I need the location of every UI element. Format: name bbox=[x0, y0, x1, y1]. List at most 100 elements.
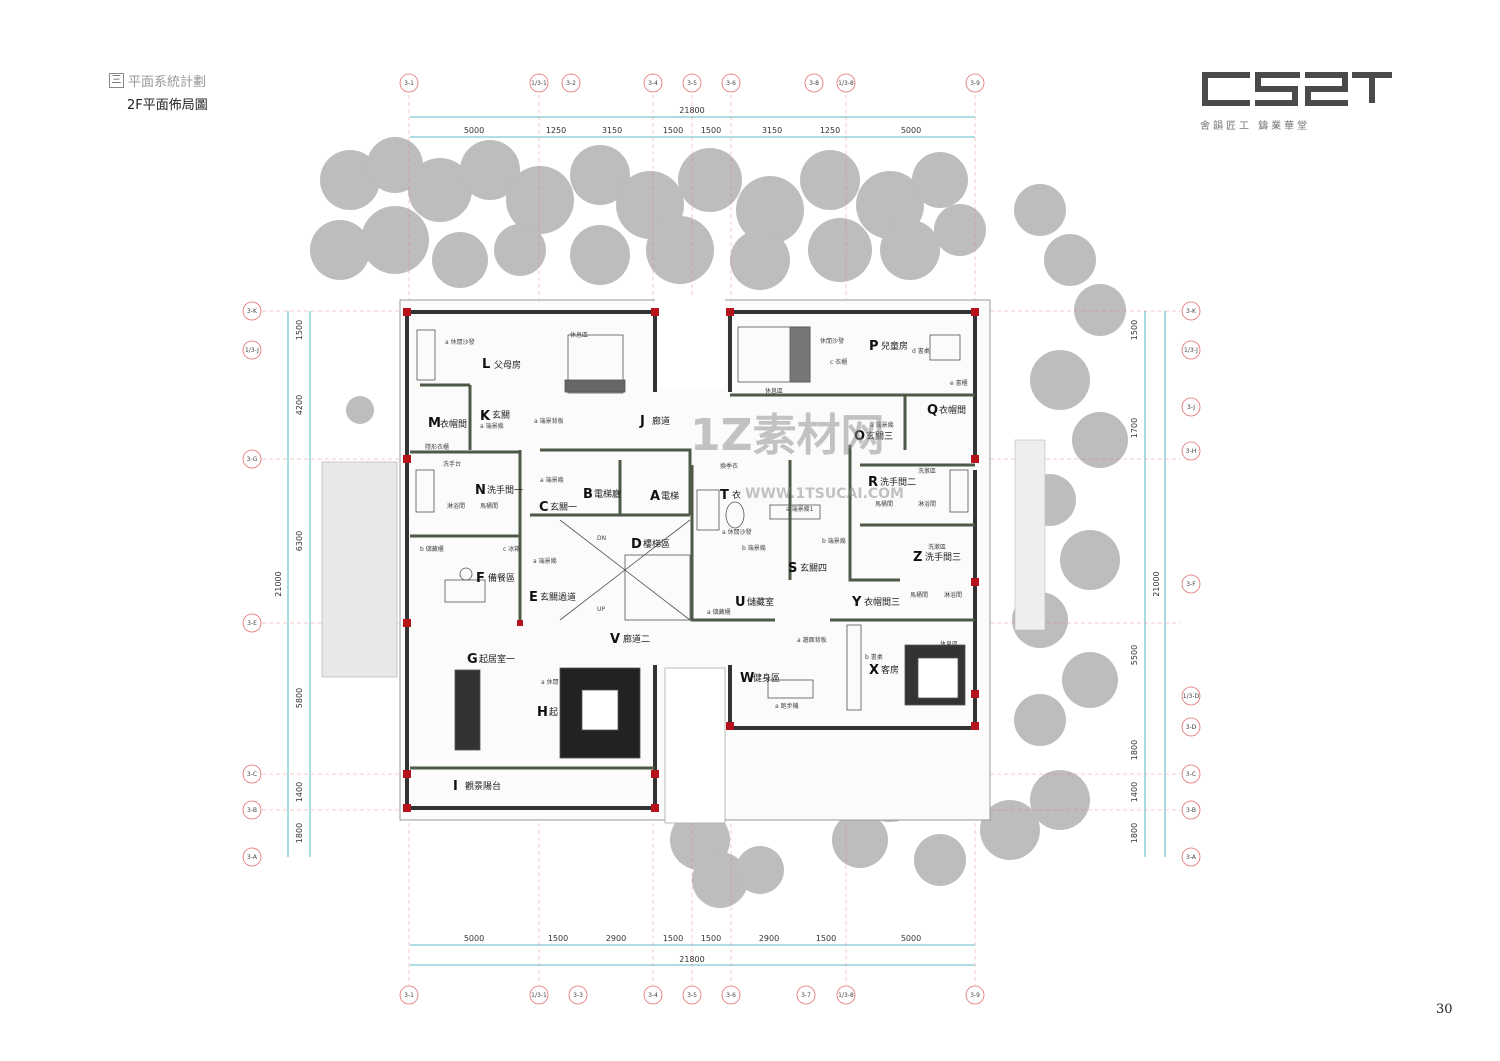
annotation: b 書桌 bbox=[865, 653, 883, 661]
axis-label: 3-5 bbox=[687, 992, 697, 999]
svg-text:O: O bbox=[854, 429, 865, 444]
axis-bubbles-left: 3-K1/3-J3-G3-E3-C3-B3-A bbox=[242, 301, 262, 867]
svg-text:T: T bbox=[720, 488, 729, 503]
furniture-annotations: a 休閒沙發 休息區 a 端景幾 隱形衣櫃 a 端景背板 a 端景幾 洗手台 淋… bbox=[420, 331, 968, 710]
svg-text:E: E bbox=[529, 590, 538, 605]
svg-text:I: I bbox=[453, 779, 458, 794]
svg-text:玄關一: 玄關一 bbox=[550, 501, 577, 513]
axis-label: 3-K bbox=[247, 308, 258, 315]
svg-text:Z: Z bbox=[913, 550, 922, 565]
svg-text:玄關三: 玄關三 bbox=[866, 430, 893, 442]
room-i[interactable]: I 觀景陽台 bbox=[453, 779, 501, 794]
svg-text:起: 起 bbox=[549, 707, 558, 718]
annotation: a 端景幾 bbox=[480, 422, 504, 430]
dimension-value: 5000 bbox=[464, 126, 484, 135]
annotation: 洗手台 bbox=[443, 460, 461, 468]
page-number: 30 bbox=[1436, 1002, 1453, 1017]
axis-bubble: 3-6 bbox=[721, 985, 741, 1005]
annotation: c 冰箱 bbox=[503, 545, 520, 553]
axis-bubble: 1/3-D bbox=[1181, 686, 1201, 706]
svg-text:H: H bbox=[537, 705, 548, 720]
annotation: 淋浴間 bbox=[447, 502, 465, 510]
svg-text:F: F bbox=[476, 571, 485, 586]
svg-text:J: J bbox=[639, 414, 645, 429]
axis-bubble: 3-G bbox=[242, 449, 262, 469]
svg-text:B: B bbox=[583, 487, 593, 502]
annotation: a 儲藏櫃 bbox=[707, 608, 731, 616]
svg-text:觀景陽台: 觀景陽台 bbox=[465, 780, 501, 792]
logo-tagline: 舍韻匠工 鑄業華堂 bbox=[1200, 121, 1311, 132]
axis-label: 3-1 bbox=[404, 80, 414, 87]
axis-bubble: 3-A bbox=[1181, 847, 1201, 867]
svg-text:X: X bbox=[869, 663, 879, 678]
svg-text:V: V bbox=[610, 632, 620, 647]
axis-bubble: 1/3-8 bbox=[836, 73, 856, 93]
annotation: e 書櫃 bbox=[950, 379, 968, 387]
axis-label: 3-1 bbox=[404, 992, 414, 999]
dimension-value: 1500 bbox=[548, 934, 568, 943]
dimension-value: 3150 bbox=[762, 126, 782, 135]
axis-bubble: 3-6 bbox=[721, 73, 741, 93]
building bbox=[321, 298, 1046, 824]
annotation: b 端景幾 bbox=[742, 544, 766, 552]
svg-text:W: W bbox=[740, 671, 754, 686]
axis-bubble: 3-5 bbox=[682, 73, 702, 93]
axis-label: 3-6 bbox=[726, 80, 736, 87]
axis-bubble: 3-C bbox=[242, 764, 262, 784]
svg-text:洗手間二: 洗手間二 bbox=[880, 476, 916, 488]
plan-title: 2F平面佈局圖 bbox=[127, 98, 208, 113]
axis-bubble: 1/3-1 bbox=[529, 73, 549, 93]
dimension-value: 1500 bbox=[701, 126, 721, 135]
annotation: a 休閒沙發 bbox=[445, 338, 475, 346]
axis-label: 3-2 bbox=[566, 80, 576, 87]
axis-bubble: 1/3-J bbox=[242, 340, 262, 360]
dimension-value: 21800 bbox=[679, 955, 704, 964]
svg-text:廊道二: 廊道二 bbox=[623, 633, 650, 645]
svg-text:玄關: 玄關 bbox=[492, 409, 510, 421]
svg-text:D: D bbox=[631, 537, 642, 552]
annotation: a 端景幾 bbox=[870, 421, 894, 429]
dimension-value: 3150 bbox=[602, 126, 622, 135]
dimension-value: 5000 bbox=[901, 934, 921, 943]
dimension-value: 1500 bbox=[701, 934, 721, 943]
room-j[interactable]: J 廊道 bbox=[639, 414, 670, 429]
axis-bubble: 3-H bbox=[1181, 441, 1201, 461]
dimension-value: 6300 bbox=[295, 531, 304, 551]
dimension-value: 1800 bbox=[295, 823, 304, 843]
annotation: a 跑步機 bbox=[775, 702, 799, 710]
axis-label: 3-9 bbox=[970, 992, 980, 999]
svg-text:N: N bbox=[475, 483, 486, 498]
annotation: b 端景幾 bbox=[822, 537, 846, 545]
axis-label: 3-3 bbox=[573, 992, 583, 999]
svg-text:廊道: 廊道 bbox=[652, 415, 670, 427]
axis-label: 1/3-J bbox=[245, 347, 259, 354]
svg-text:洗手間三: 洗手間三 bbox=[925, 551, 961, 563]
axis-bubble: 3-D bbox=[1181, 717, 1201, 737]
